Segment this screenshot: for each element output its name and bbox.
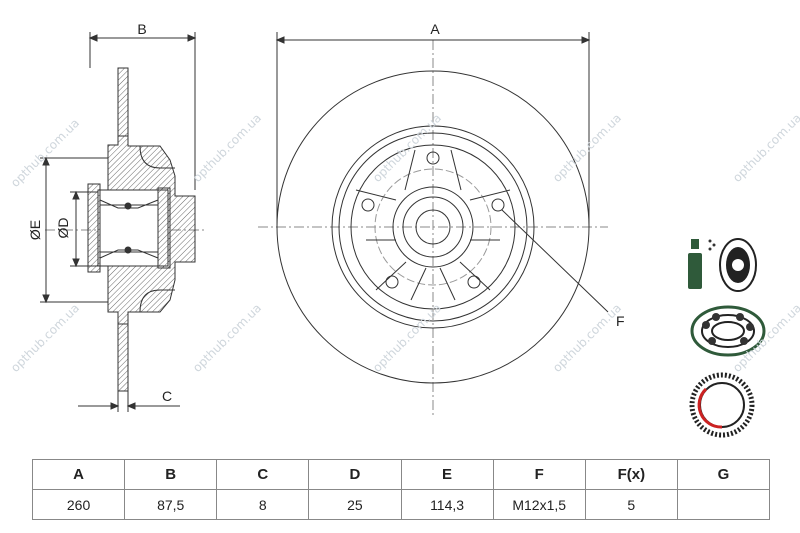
grease-spray-icon bbox=[688, 238, 757, 292]
table-cell bbox=[676, 489, 771, 520]
table-header: G bbox=[676, 459, 771, 490]
dimension-label-c: C bbox=[162, 388, 172, 404]
table-cell: 260 bbox=[31, 489, 126, 520]
table-header: C bbox=[216, 459, 310, 490]
table-header: F(x) bbox=[584, 459, 678, 490]
table-header: A bbox=[31, 459, 126, 490]
table-cell: 114,3 bbox=[400, 489, 494, 520]
table-row: 260 87,5 8 25 114,3 M12x1,5 5 bbox=[31, 489, 771, 520]
table-header: F bbox=[492, 459, 586, 490]
table-cell: 25 bbox=[308, 489, 402, 520]
table-header: E bbox=[400, 459, 494, 490]
table-cell: 87,5 bbox=[124, 489, 218, 520]
side-view bbox=[40, 32, 205, 412]
dimension-a bbox=[275, 32, 591, 227]
dimension-b bbox=[88, 34, 197, 42]
dimension-d bbox=[72, 190, 80, 268]
table-header: B bbox=[124, 459, 218, 490]
dimension-label-d: ØD bbox=[55, 218, 71, 239]
dimension-label-f: F bbox=[616, 313, 625, 329]
dimension-label-a: A bbox=[430, 21, 440, 37]
dimension-e bbox=[42, 156, 50, 304]
table-header-row: A B C D E F F(x) G bbox=[31, 459, 771, 490]
table-cell: 8 bbox=[216, 489, 310, 520]
leader-f bbox=[501, 209, 609, 313]
table-header: D bbox=[308, 459, 402, 490]
dimension-c bbox=[78, 402, 180, 410]
abs-ring-icon bbox=[689, 372, 755, 438]
dimension-label-b: B bbox=[137, 21, 146, 37]
dimension-label-e: ØE bbox=[27, 220, 43, 240]
table-cell: M12x1,5 bbox=[492, 489, 586, 520]
table-cell: 5 bbox=[584, 489, 678, 520]
ball-bearing-icon bbox=[690, 305, 766, 357]
specification-table: A B C D E F F(x) G 260 87,5 8 25 114,3 M… bbox=[31, 459, 771, 520]
